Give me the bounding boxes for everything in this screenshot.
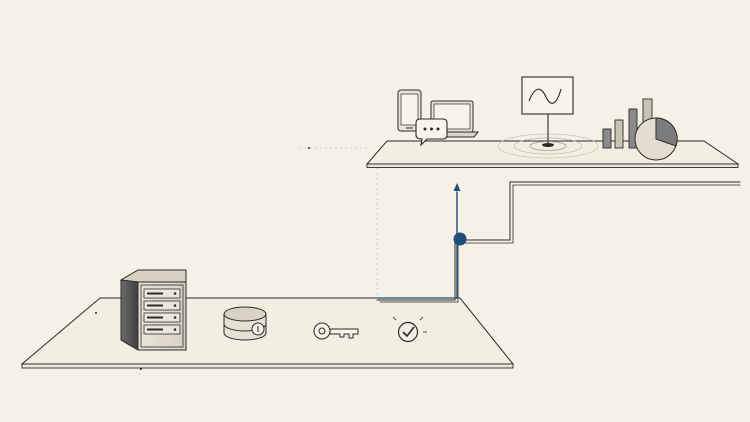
checkmark-badge-icon [392,316,427,343]
server-rack-icon [119,269,187,351]
smartphone-icon [397,89,422,132]
scribble-marks [95,147,310,370]
chat-bubble-icon [415,118,448,147]
lower-platform [20,297,515,369]
database-icon [223,306,267,341]
up-arrow-icon [453,183,461,191]
connector-path [376,181,741,303]
junction-dot-icon [453,232,467,246]
pie-chart-icon [634,117,678,161]
key-icon [313,322,359,340]
presentation-board-icon [497,76,599,159]
